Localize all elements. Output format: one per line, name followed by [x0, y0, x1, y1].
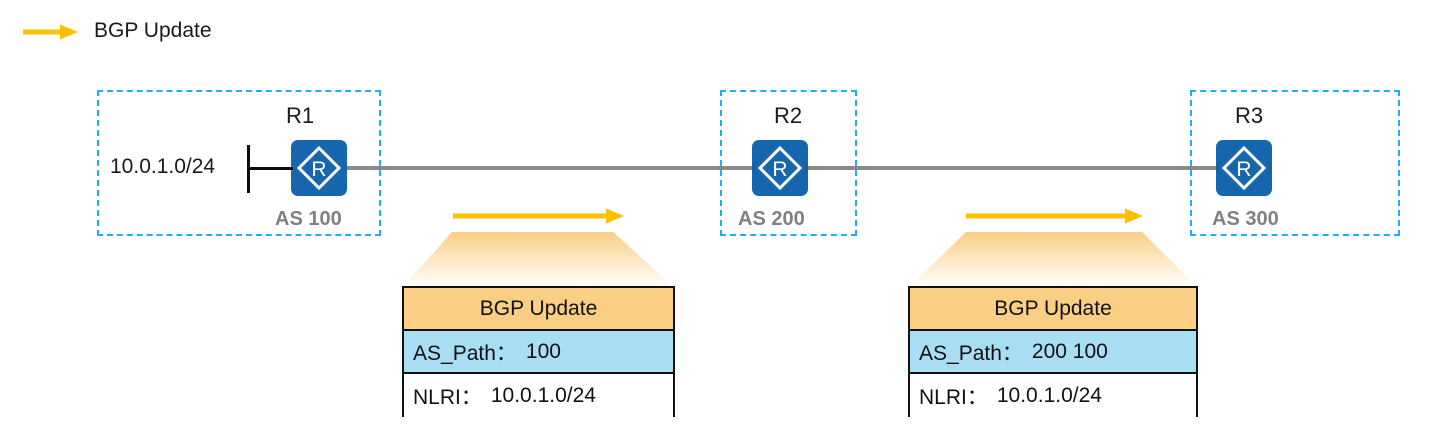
callout-cone-1: [402, 232, 675, 293]
table-1-title: BGP Update: [404, 288, 673, 331]
flow-arrow-r1-r2: [452, 207, 624, 230]
table-2-nlri-row: NLRI： 10.0.1.0/24: [910, 374, 1196, 417]
table-2-nlri-key: NLRI：: [919, 385, 988, 409]
router-label-r3: R3: [1234, 103, 1264, 128]
svg-text:R: R: [772, 158, 787, 181]
as-box-200: [720, 90, 857, 236]
table-1-as-path-row: AS_Path： 100: [404, 331, 673, 374]
table-2-as-path-row: AS_Path： 200 100: [910, 331, 1196, 374]
table-2-as-path-key: AS_Path：: [919, 341, 1023, 365]
table-1-nlri-row: NLRI： 10.0.1.0/24: [404, 374, 673, 417]
router-icon-r1[interactable]: R: [291, 140, 347, 196]
router-icon-r2[interactable]: R: [752, 140, 808, 196]
arrow-right-icon: [22, 23, 78, 46]
table-1-as-path-value: 100: [525, 339, 561, 363]
as-label-200: AS 200: [738, 208, 805, 230]
as-label-100: AS 100: [275, 208, 342, 230]
callout-cone-2: [908, 232, 1198, 293]
table-2-title: BGP Update: [910, 288, 1196, 331]
bgp-update-table-1: BGP Update AS_Path： 100 NLRI： 10.0.1.0/2…: [402, 286, 675, 417]
router-icon-r3[interactable]: R: [1216, 140, 1272, 196]
table-1-as-path-key: AS_Path：: [413, 341, 517, 365]
table-1-nlri-key: NLRI：: [413, 385, 482, 409]
as-label-300: AS 300: [1212, 208, 1279, 230]
network-prefix-label: 10.0.1.0/24: [110, 155, 216, 178]
as-box-100: [97, 90, 381, 236]
link-r2-r3: [808, 166, 1216, 170]
legend-label: BGP Update: [94, 19, 212, 42]
as-box-300: [1190, 90, 1400, 236]
svg-text:R: R: [311, 158, 326, 181]
router-label-r1: R1: [285, 103, 315, 128]
table-2-as-path-value: 200 100: [1031, 339, 1108, 363]
stub-link-line: [247, 167, 293, 170]
flow-arrow-r2-r3: [965, 207, 1143, 230]
bgp-update-table-2: BGP Update AS_Path： 200 100 NLRI： 10.0.1…: [908, 286, 1198, 417]
legend: BGP Update: [22, 17, 322, 49]
table-1-nlri-value: 10.0.1.0/24: [490, 383, 596, 407]
table-2-nlri-value: 10.0.1.0/24: [996, 383, 1102, 407]
link-r1-r2: [347, 166, 752, 170]
svg-text:R: R: [1236, 158, 1251, 181]
router-label-r2: R2: [773, 103, 803, 128]
